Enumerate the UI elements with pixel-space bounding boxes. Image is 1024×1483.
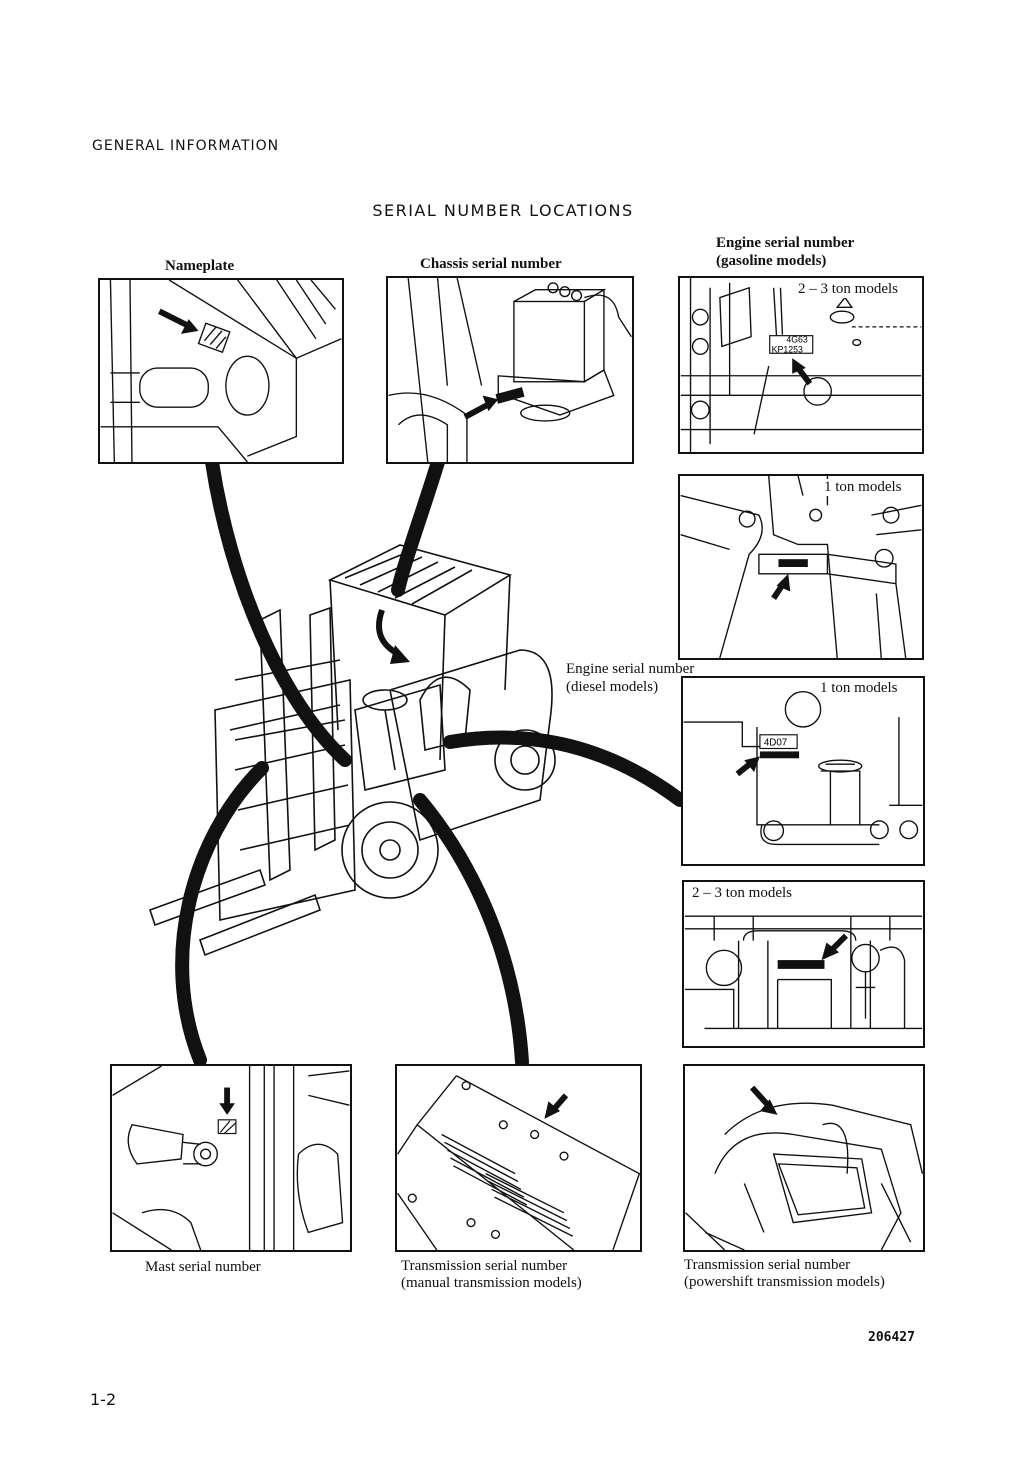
chassis-caption: Chassis serial number <box>420 256 562 272</box>
diesel-23ton-label: 2 – 3 ton models <box>690 885 794 902</box>
trans-power-caption-line1: Transmission serial number <box>684 1257 851 1273</box>
engine-gas-23ton-panel: 4G63 KP1253 <box>678 276 924 454</box>
nameplate-caption: Nameplate <box>165 258 235 274</box>
trans-power-caption-line2: (powershift transmission models) <box>684 1274 885 1290</box>
leader-mast <box>175 761 269 1067</box>
arrow-icon <box>544 1093 569 1119</box>
page-title: SERIAL NUMBER LOCATIONS <box>372 201 634 220</box>
gas-code-2: KP1253 <box>772 344 803 354</box>
engine-diesel-caption-line1: Engine serial number <box>566 661 695 677</box>
page-number: 1-2 <box>90 1390 117 1409</box>
engine-gas-caption-line1: Engine serial number <box>716 235 855 251</box>
arrow-icon <box>771 573 791 600</box>
diesel-1ton-label: 1 ton models <box>818 680 900 697</box>
transmission-manual-panel <box>395 1064 642 1252</box>
arrow-icon <box>821 933 849 961</box>
figure-number: 206427 <box>868 1330 915 1345</box>
arrow-icon <box>158 308 199 334</box>
engine-diesel-caption-line2: (diesel models) <box>566 679 659 695</box>
mast-panel <box>110 1064 352 1252</box>
engine-diesel-1ton-panel: 4D07 <box>681 676 925 866</box>
arrow-icon <box>792 358 813 386</box>
forklift-illustration <box>140 540 590 960</box>
mast-marker <box>217 1119 237 1135</box>
transmission-powershift-panel <box>683 1064 925 1252</box>
diesel-code: 4D07 <box>764 738 787 749</box>
arrow-icon <box>749 1085 778 1115</box>
trans-manual-caption-line2: (manual transmission models) <box>401 1275 582 1291</box>
arrow-icon <box>219 1087 235 1115</box>
nameplate-panel <box>98 278 344 464</box>
mast-caption: Mast serial number <box>145 1259 261 1275</box>
nameplate-marker <box>197 322 231 354</box>
engine-gas-1ton-panel <box>678 474 924 660</box>
gas-23ton-label: 2 – 3 ton models <box>796 281 900 298</box>
arrow-icon <box>463 395 499 420</box>
arrow-icon <box>735 756 760 777</box>
section-header: GENERAL INFORMATION <box>92 138 280 154</box>
gas-code-1: 4G63 <box>786 335 808 345</box>
leader-transmission <box>413 793 529 1069</box>
gas-1ton-label: 1 ton models <box>822 479 904 496</box>
trans-manual-caption-line1: Transmission serial number <box>401 1258 568 1274</box>
chassis-panel <box>386 276 634 464</box>
engine-diesel-23ton-panel <box>682 880 925 1048</box>
engine-gas-caption-line2: (gasoline models) <box>716 253 827 269</box>
leader-chassis <box>391 455 445 597</box>
leader-diesel <box>443 730 687 807</box>
